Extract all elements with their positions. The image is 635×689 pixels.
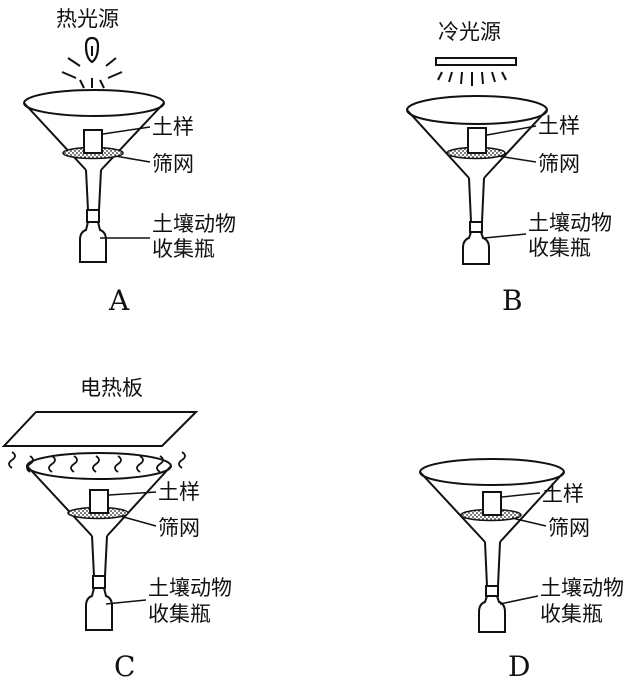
panel-b-bottle-label-2: 收集瓶: [528, 236, 591, 260]
panel-d-bottle-label-1: 土壤动物: [540, 576, 624, 600]
panel-d-caption: D: [508, 650, 531, 683]
soil-sample-icon: [482, 491, 502, 516]
collection-bottle-icon: [462, 221, 490, 265]
panel-c-sieve-label: 筛网: [158, 516, 200, 540]
panel-d-sieve-label: 筛网: [548, 516, 590, 540]
panel-a-caption: A: [109, 284, 130, 317]
collection-bottle-icon: [79, 209, 107, 263]
panel-b-bottle-label-1: 土壤动物: [528, 211, 612, 235]
funnel-icon: [26, 452, 172, 577]
light-bulb-icon: [61, 36, 123, 89]
funnel-icon: [23, 89, 165, 211]
panel-b-caption: B: [502, 284, 523, 317]
soil-sample-icon: [89, 489, 109, 514]
heat-wave-icon: [8, 451, 186, 473]
panel-a-sieve-label: 筛网: [152, 152, 194, 176]
panel-d-bottle-label-2: 收集瓶: [540, 602, 603, 626]
funnel-icon: [406, 95, 548, 223]
panel-b-apparatus: [406, 57, 548, 265]
panel-c-bottle-label-2: 收集瓶: [148, 602, 211, 626]
panel-b-soil-label: 土样: [538, 114, 580, 138]
panel-c-soil-label: 土样: [158, 480, 200, 504]
panel-b-sieve-label: 筛网: [538, 152, 580, 176]
collection-bottle-icon: [85, 575, 113, 631]
panel-d-soil-label: 土样: [542, 482, 584, 506]
panel-c-heating-plate-label: 电热板: [80, 376, 143, 400]
panel-c-apparatus: [1, 411, 199, 631]
panel-c-caption: C: [114, 650, 136, 683]
fluorescent-tube-icon: [435, 57, 517, 86]
panel-a-bottle-label-2: 收集瓶: [152, 237, 215, 261]
panel-b-light-source-label: 冷光源: [438, 20, 501, 44]
panel-c-bottle-label-1: 土壤动物: [148, 576, 232, 600]
soil-sample-icon: [83, 129, 103, 154]
panel-a-light-source-label: 热光源: [56, 7, 119, 31]
panel-a-bottle-label-1: 土壤动物: [152, 212, 236, 236]
funnel-icon: [419, 458, 565, 587]
panel-a-soil-label: 土样: [152, 115, 194, 139]
heating-plate-icon: [1, 411, 199, 447]
soil-sample-icon: [467, 127, 487, 154]
collection-bottle-icon: [478, 585, 506, 633]
panel-d-apparatus: [419, 458, 565, 633]
panel-a-apparatus: [23, 36, 165, 263]
